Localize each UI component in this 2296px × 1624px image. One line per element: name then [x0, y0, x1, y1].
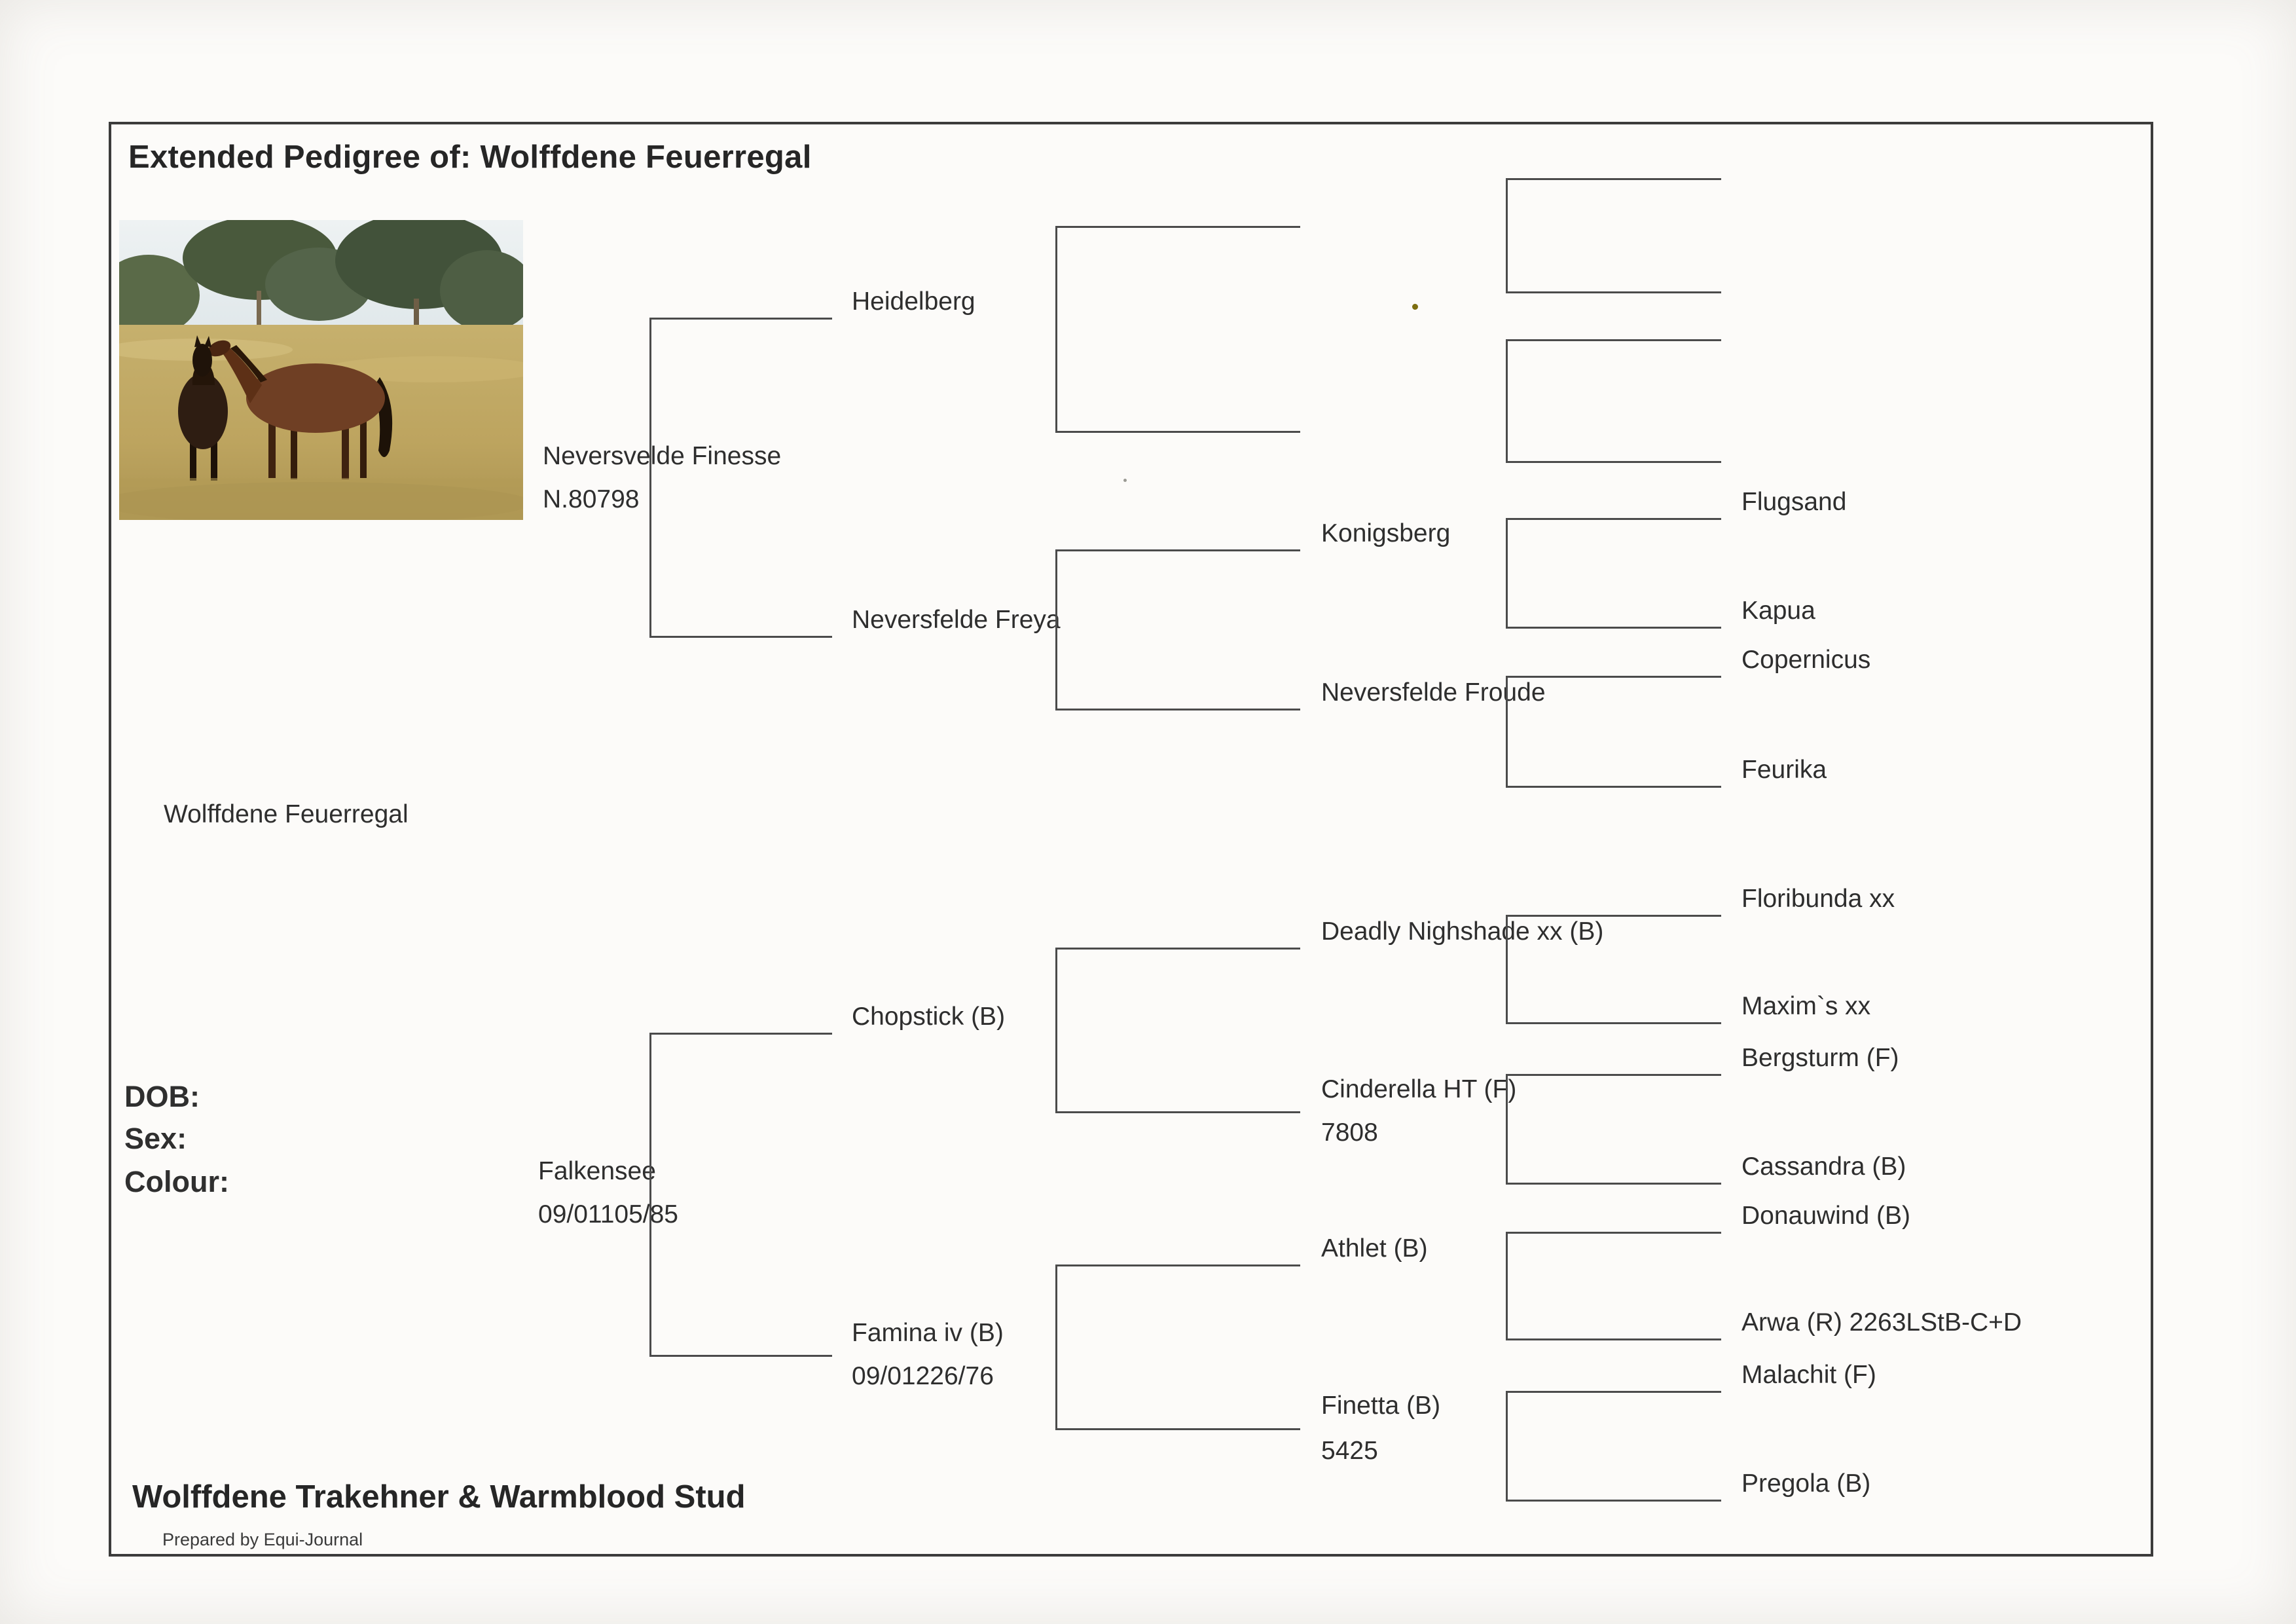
horse-photo-illustration	[119, 220, 523, 520]
node-dam-dam-reg: 09/01226/76	[852, 1362, 994, 1390]
pedigree-connector-line	[1506, 1022, 1721, 1024]
node-sire-dam: Neversfelde Freya	[852, 606, 1061, 634]
foreground-grass	[119, 478, 523, 520]
pedigree-connector-line	[1055, 1264, 1057, 1430]
pedigree-connector-line	[1506, 1500, 1721, 1502]
pedigree-connector-line	[1506, 1183, 1721, 1185]
pedigree-connector-line	[1506, 1232, 1508, 1340]
scan-artifact-speck	[1123, 479, 1127, 482]
node-g4-flugsand: Flugsand	[1741, 488, 1847, 516]
pedigree-connector-line	[1055, 948, 1300, 950]
pedigree-connector-line	[1055, 948, 1057, 1113]
pedigree-connector-line	[649, 1033, 832, 1035]
trees	[119, 220, 523, 336]
node-dam: Falkensee	[538, 1157, 656, 1185]
pedigree-border-box	[109, 122, 2153, 1557]
node-dam-sire-sire: Deadly Nighshade xx (B)	[1321, 917, 1604, 946]
node-dam-dam-dam: Finetta (B)	[1321, 1392, 1441, 1420]
node-g4-bergsturm: Bergsturm (F)	[1741, 1044, 1899, 1072]
pedigree-connector-line	[649, 318, 832, 320]
pedigree-connector-line	[1506, 1232, 1721, 1234]
sex-label: Sex:	[124, 1122, 187, 1155]
pedigree-connector-line	[1055, 1111, 1300, 1113]
pedigree-connector-line	[1506, 1074, 1721, 1076]
node-subject: Wolffdene Feuerregal	[164, 800, 409, 828]
pedigree-connector-line	[1506, 786, 1721, 788]
prepared-by: Prepared by Equi-Journal	[162, 1530, 363, 1549]
horse-right	[208, 340, 393, 479]
pedigree-connector-line	[1506, 676, 1508, 788]
node-g4-donauwind: Donauwind (B)	[1741, 1202, 1910, 1230]
page-title: Extended Pedigree of: Wolffdene Feuerreg…	[128, 139, 812, 175]
node-dam-reg: 09/01105/85	[538, 1200, 678, 1228]
pedigree-connector-line	[1506, 1338, 1721, 1340]
node-dam-dam-sire: Athlet (B)	[1321, 1234, 1428, 1263]
pedigree-connector-line	[1506, 339, 1721, 341]
pedigree-connector-line	[1506, 1391, 1721, 1393]
pedigree-connector-line	[1055, 1428, 1300, 1430]
node-sire-sire: Heidelberg	[852, 287, 975, 316]
dob-label: DOB:	[124, 1080, 200, 1113]
pedigree-connector-line	[1506, 178, 1721, 180]
pedigree-connector-line	[1055, 1264, 1300, 1266]
pedigree-connector-line	[1055, 549, 1057, 710]
pedigree-connector-line	[649, 1033, 651, 1357]
stud-name: Wolffdene Trakehner & Warmblood Stud	[132, 1479, 746, 1515]
node-g4-maxims: Maxim`s xx	[1741, 992, 1871, 1020]
node-g4-pregola: Pregola (B)	[1741, 1469, 1871, 1498]
node-g4-malachit: Malachit (F)	[1741, 1361, 1876, 1389]
pedigree-connector-line	[1506, 1391, 1508, 1502]
node-g4-feurika: Feurika	[1741, 756, 1827, 784]
node-sire-dam-dam: Neversfelde Froude	[1321, 678, 1546, 707]
node-dam-sire-dam-reg: 7808	[1321, 1118, 1378, 1147]
pedigree-connector-line	[1055, 226, 1057, 433]
pedigree-connector-line	[649, 1355, 832, 1357]
node-dam-sire-dam: Cinderella HT (F)	[1321, 1075, 1517, 1103]
pedigree-connector-line	[1506, 915, 1508, 1024]
scan-artifact-dot	[1412, 304, 1418, 310]
node-dam-dam-dam-reg: 5425	[1321, 1437, 1378, 1465]
colour-label: Colour:	[124, 1165, 229, 1198]
pedigree-connector-line	[1506, 518, 1721, 520]
node-g4-floribunda: Floribunda xx	[1741, 885, 1895, 913]
pedigree-connector-line	[1506, 676, 1721, 678]
pedigree-connector-line	[1506, 178, 1508, 293]
pedigree-connector-line	[649, 636, 832, 638]
pedigree-connector-line	[1055, 226, 1300, 228]
pedigree-connector-line	[1506, 915, 1721, 917]
pedigree-connector-line	[649, 318, 651, 638]
node-sire-reg: N.80798	[543, 485, 640, 513]
pedigree-connector-line	[1506, 291, 1721, 293]
pedigree-connector-line	[1506, 627, 1721, 629]
node-dam-dam: Famina iv (B)	[852, 1319, 1004, 1347]
pedigree-connector-line	[1055, 709, 1300, 710]
pedigree-connector-line	[1506, 518, 1508, 629]
node-g4-kapua: Kapua	[1741, 597, 1815, 625]
pedigree-connector-line	[1506, 339, 1508, 463]
pedigree-connector-line	[1055, 431, 1300, 433]
horse-left	[178, 335, 228, 481]
node-sire: Neversvelde Finesse	[543, 442, 782, 470]
node-dam-sire: Chopstick (B)	[852, 1003, 1006, 1031]
node-g4-copernicus: Copernicus	[1741, 646, 1871, 674]
node-g4-arwa: Arwa (R) 2263LStB-C+D	[1741, 1308, 2022, 1337]
pedigree-connector-line	[1055, 549, 1300, 551]
pedigree-connector-line	[1506, 461, 1721, 463]
node-g4-cassandra: Cassandra (B)	[1741, 1153, 1906, 1181]
node-sire-dam-sire: Konigsberg	[1321, 519, 1451, 547]
pedigree-connector-line	[1506, 1074, 1508, 1185]
horse-photo	[119, 220, 523, 520]
